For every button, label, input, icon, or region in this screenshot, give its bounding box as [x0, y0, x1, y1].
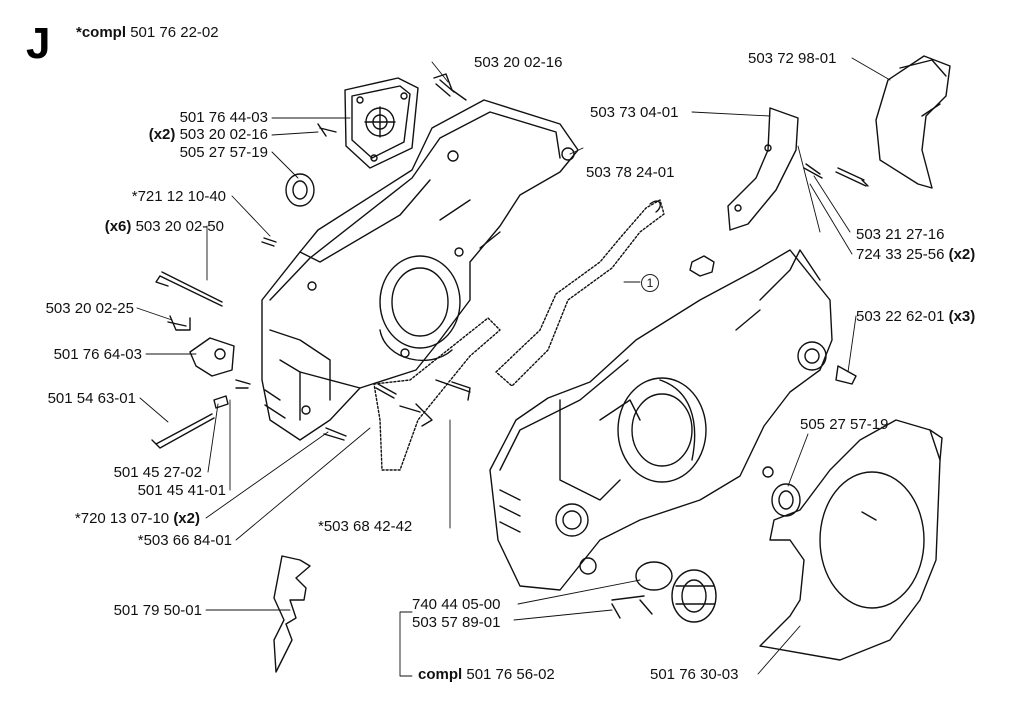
label-503-22-62-01-x3: 503 22 62-01 (x3) — [856, 308, 975, 325]
label-503-68-42-42: *503 68 42-42 — [318, 518, 413, 535]
part-720-13-07-10: *720 13 07-10 — [74, 510, 170, 527]
part-503-20-02-50: 503 20 02-50 — [135, 218, 224, 235]
left-small-parts — [151, 73, 471, 449]
qty-x2-b: (x2) — [173, 510, 200, 527]
label-501-45-41-01: 501 45 41-01 — [137, 482, 226, 499]
label-503-20-02-16-x2: (x2) 503 20 02-16 — [110, 126, 268, 143]
label-503-57-89-01: 503 57 89-01 — [412, 614, 501, 631]
label-721-12-10-40: *721 12 10-40 — [131, 188, 226, 205]
right-crankcase-half — [489, 249, 833, 591]
label-501-79-50-01: 501 79 50-01 — [113, 602, 202, 619]
label-724-33-25-56-x2: 724 33 25-56 (x2) — [856, 246, 975, 263]
label-503-78-24-01: 503 78 24-01 — [586, 164, 675, 181]
label-503-21-27-16: 503 21 27-16 — [856, 226, 945, 243]
leader-lines — [136, 57, 891, 677]
label-503-72-98-01: 503 72 98-01 — [748, 50, 837, 67]
side-cover — [759, 419, 943, 661]
label-505-27-57-19-a: 505 27 57-19 — [179, 144, 268, 161]
assembly-prefix: *compl — [76, 24, 127, 41]
qty-x2-c: (x2) — [948, 246, 976, 263]
label-740-44-05-00: 740 44 05-00 — [412, 596, 501, 613]
gasket-middle — [495, 199, 665, 387]
seal-right — [771, 483, 801, 517]
part-724-33-25-56: 724 33 25-56 — [856, 246, 945, 263]
part-503-20-02-16-b: 503 20 02-16 — [179, 126, 268, 143]
label-503-73-04-01: 503 73 04-01 — [590, 104, 679, 121]
label-501-76-64-03: 501 76 64-03 — [53, 346, 142, 363]
assembly-number: 501 76 22-02 — [130, 24, 219, 41]
grommet — [689, 255, 715, 277]
cover-plate — [344, 77, 419, 169]
bracket — [273, 555, 311, 673]
label-503-66-84-01: *503 66 84-01 — [137, 532, 232, 549]
guard-plate — [727, 107, 799, 231]
qty-x2-a: (x2) — [148, 126, 176, 143]
part-501-76-56-02: 501 76 56-02 — [466, 666, 555, 683]
label-501-76-30-03: 501 76 30-03 — [650, 666, 739, 683]
label-503-20-02-16-top: 503 20 02-16 — [474, 54, 563, 71]
compl-word: compl — [418, 666, 463, 683]
label-501-54-63-01: 501 54 63-01 — [47, 390, 136, 407]
label-503-20-02-25: 503 20 02-25 — [45, 300, 134, 317]
part-503-22-62-01: 503 22 62-01 — [856, 308, 945, 325]
gasket-left — [373, 317, 501, 471]
oil-cap — [611, 561, 717, 623]
label-505-27-57-19-b: 505 27 57-19 — [800, 416, 889, 433]
qty-x6: (x6) — [104, 218, 132, 235]
label-compl-501-76-56-02: compl 501 76 56-02 — [418, 666, 555, 683]
label-501-76-44-03: 501 76 44-03 — [179, 109, 268, 126]
label-720-13-07-10-x2: *720 13 07-10 (x2) — [40, 510, 200, 527]
callout-1: 1 — [641, 274, 659, 292]
label-501-45-27-02: 501 45 27-02 — [113, 464, 202, 481]
label-503-20-02-50-x6: (x6) 503 20 02-50 — [40, 218, 224, 235]
right-top-screws — [803, 163, 869, 385]
assembly-header: *compl 501 76 22-02 — [76, 24, 219, 41]
cover-top-right — [875, 55, 951, 189]
qty-x3: (x3) — [948, 308, 976, 325]
left-crankcase-half — [261, 99, 579, 441]
section-letter: J — [26, 19, 51, 68]
